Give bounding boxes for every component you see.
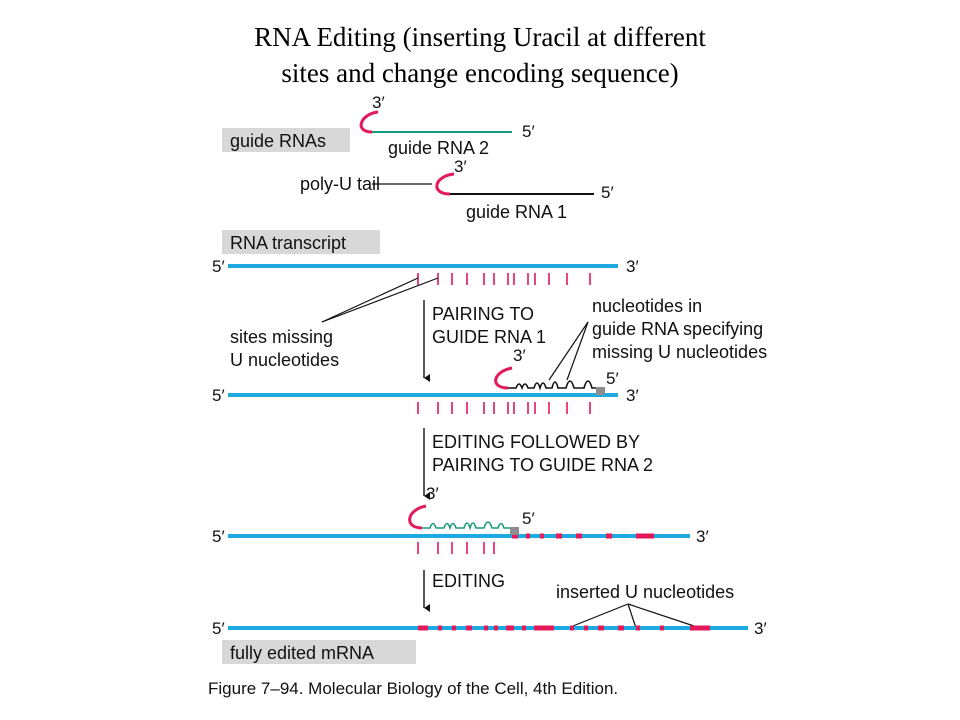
row2-guide-five-prime: 5′ (606, 369, 619, 388)
guide-rnas-label-box (222, 128, 350, 152)
sites-missing-label-line-1: sites missing (230, 327, 333, 347)
inserted-pointer-line-1 (567, 603, 629, 629)
missing-u-sites-row-1 (417, 273, 591, 285)
rna-transcript-label: RNA transcript (230, 233, 346, 253)
missing-u-sites-row-3 (417, 542, 495, 554)
sites-missing-label-line-2: U nucleotides (230, 350, 339, 370)
row3-anchor-block (510, 527, 519, 535)
guide-rna-1-label: guide RNA 1 (466, 202, 567, 222)
editing-followed-label-line-2: PAIRING TO GUIDE RNA 2 (432, 455, 653, 475)
diagram-title-line-2: sites and change encoding sequence) (281, 58, 679, 88)
row2-five-prime: 5′ (212, 386, 225, 405)
nucleotides-label-line-1: nucleotides in (592, 296, 702, 316)
nucleotides-pointer-line-2 (566, 321, 589, 381)
row3-guide-tail (408, 504, 427, 530)
row2-guide-three-prime: 3′ (513, 346, 526, 365)
row2-guide-tail (494, 366, 513, 390)
guide-rna-2-three-prime: 3′ (372, 93, 385, 112)
guide-rna-1-tail (435, 172, 455, 196)
editing-label: EDITING (432, 571, 505, 591)
nucleotides-pointer-line-1 (548, 321, 589, 381)
row2-guide-rna-1-loops (508, 380, 596, 391)
guide-rna-2-tail (359, 110, 379, 134)
row3-three-prime: 3′ (696, 527, 709, 546)
inserted-u-label: inserted U nucleotides (556, 582, 734, 602)
pairing-label-line-2: GUIDE RNA 1 (432, 327, 546, 347)
sites-pointer-line-2 (321, 277, 439, 323)
transcript-five-prime: 5′ (212, 257, 225, 276)
nucleotides-label-line-3: missing U nucleotides (592, 342, 767, 362)
guide-rna-1-three-prime: 3′ (454, 157, 467, 176)
rna-transcript-label-box (222, 230, 380, 254)
fully-edited-label-box (222, 640, 416, 664)
editing-followed-label-line-1: EDITING FOLLOWED BY (432, 432, 640, 452)
row3-five-prime: 5′ (212, 527, 225, 546)
guide-rna-1-five-prime: 5′ (601, 183, 614, 202)
sites-pointer-line-1 (321, 277, 419, 323)
pairing-label-line-1: PAIRING TO (432, 304, 534, 324)
row4-five-prime: 5′ (212, 619, 225, 638)
row2-three-prime: 3′ (626, 386, 639, 405)
row4-three-prime: 3′ (754, 619, 767, 638)
poly-u-tail-label: poly-U tail (300, 174, 380, 194)
row3-guide-rna-2-loops (422, 521, 510, 531)
guide-rna-2-label: guide RNA 2 (388, 138, 489, 158)
diagram-title-line-1: RNA Editing (inserting Uracil at differe… (254, 22, 706, 52)
guide-rna-2-five-prime: 5′ (522, 122, 535, 141)
nucleotides-label-line-2: guide RNA specifying (592, 319, 763, 339)
figure-caption: Figure 7–94. Molecular Biology of the Ce… (208, 679, 618, 698)
fully-edited-label: fully edited mRNA (230, 643, 374, 663)
guide-rnas-label: guide RNAs (230, 131, 326, 151)
inserted-pointer-line-3 (627, 603, 701, 629)
transcript-three-prime: 3′ (626, 257, 639, 276)
row2-anchor-block (596, 387, 605, 395)
row3-guide-three-prime: 3′ (426, 484, 439, 503)
row3-guide-five-prime: 5′ (522, 509, 535, 528)
missing-u-sites-row-2 (417, 402, 591, 414)
inserted-pointer-line-2 (627, 603, 637, 629)
